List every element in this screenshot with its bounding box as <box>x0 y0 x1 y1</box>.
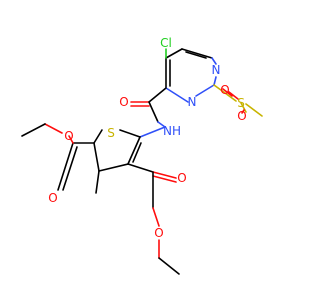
bond-line <box>93 142 100 172</box>
bond-line <box>95 170 100 194</box>
bond-layer <box>21 48 263 275</box>
bond-line <box>240 102 247 113</box>
bond-line <box>21 123 46 137</box>
bond-line <box>158 257 180 275</box>
atom-label-o-ester-right-carbonyl: O <box>177 171 186 185</box>
bond-line <box>132 142 142 163</box>
bond-line <box>127 163 154 173</box>
bond-line <box>119 129 141 138</box>
bond-line <box>165 48 183 59</box>
bond-line <box>222 88 233 97</box>
bond-line <box>148 101 159 123</box>
bond-line <box>44 123 63 134</box>
bond-line <box>195 84 215 97</box>
atom-label-cl: Cl <box>160 36 172 50</box>
atom-label-o-ester-right-ether: O <box>154 226 163 240</box>
atom-label-o-sulfonyl-bottom: O <box>237 109 246 123</box>
atom-label-s-thiophene: S <box>107 126 115 140</box>
bond-line <box>148 87 167 103</box>
bond-line <box>185 51 207 59</box>
atom-label-o-ester-left-carbonyl: O <box>48 191 57 205</box>
bond-line <box>93 129 103 144</box>
atom-label-o-amide: O <box>119 95 128 109</box>
bond-line <box>241 109 245 114</box>
atom-label-n-pyrimidine-top: N <box>212 63 221 77</box>
bond-line <box>62 146 78 191</box>
atom-label-nh-amide: NH <box>163 124 181 138</box>
bond-line <box>157 121 166 128</box>
bond-line <box>245 103 263 117</box>
atom-label-s-sulfonyl: S <box>237 96 245 110</box>
bond-line <box>127 136 141 165</box>
bond-line <box>57 142 74 191</box>
bond-line <box>68 135 74 144</box>
atom-label-o-ester-left-ether: O <box>64 129 73 143</box>
bond-line <box>152 171 177 179</box>
bond-line <box>152 207 160 227</box>
molecule-structure-diagram: Cl N N S O O O NH S O O O O <box>21 36 263 275</box>
bond-line <box>139 126 166 138</box>
bond-line <box>228 91 239 100</box>
atom-label-o-sulfonyl-top: O <box>220 83 229 97</box>
atom-label-layer: Cl N N S O O O NH S O O O O <box>48 36 246 240</box>
bond-line <box>211 57 217 65</box>
atom-label-n-pyrimidine-bottom: N <box>188 95 197 109</box>
bond-line <box>181 48 213 59</box>
bond-line <box>98 163 129 172</box>
bond-line <box>213 76 217 86</box>
bond-line <box>213 84 237 102</box>
bond-line <box>152 175 177 183</box>
bond-line <box>165 87 189 103</box>
